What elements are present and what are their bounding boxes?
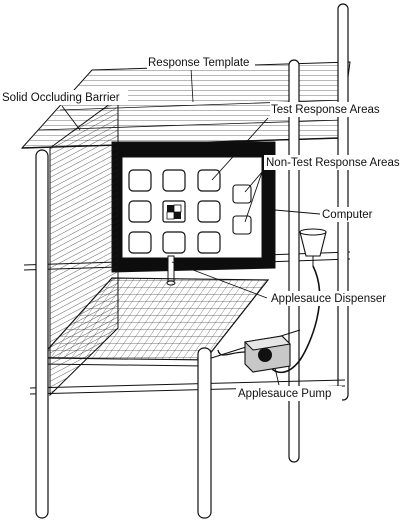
test-response-area bbox=[162, 169, 186, 192]
applesauce-pump bbox=[217, 335, 292, 373]
diagram-labels: Response Template Solid Occluding Barrie… bbox=[0, 54, 406, 401]
center-stimulus-icon bbox=[162, 200, 186, 223]
label-test-response-areas: Test Response Areas bbox=[271, 104, 380, 116]
test-response-area bbox=[197, 169, 221, 192]
test-response-grid bbox=[128, 169, 221, 254]
middle-front-post bbox=[197, 347, 212, 519]
left-front-post bbox=[35, 149, 49, 519]
applesauce-cup bbox=[299, 228, 327, 266]
test-response-area bbox=[128, 169, 152, 192]
leader-lines bbox=[61, 105, 321, 386]
test-response-area bbox=[197, 200, 221, 223]
label-applesauce-pump: Applesauce Pump bbox=[238, 388, 331, 400]
label-non-test-response-areas: Non-Test Response Areas bbox=[266, 157, 400, 169]
non-test-response-area bbox=[232, 184, 252, 204]
label-response-template: Response Template bbox=[148, 57, 249, 69]
test-response-area bbox=[128, 231, 152, 254]
test-response-area bbox=[128, 200, 152, 223]
label-computer: Computer bbox=[322, 209, 373, 221]
label-solid-occluding-barrier: Solid Occluding Barrier bbox=[2, 92, 120, 104]
test-response-area bbox=[162, 231, 186, 254]
non-test-response-area bbox=[232, 215, 252, 235]
test-response-area bbox=[197, 231, 221, 254]
label-applesauce-dispenser: Applesauce Dispenser bbox=[271, 293, 386, 305]
non-test-response-areas bbox=[232, 184, 252, 235]
occluding-barrier bbox=[49, 97, 119, 397]
